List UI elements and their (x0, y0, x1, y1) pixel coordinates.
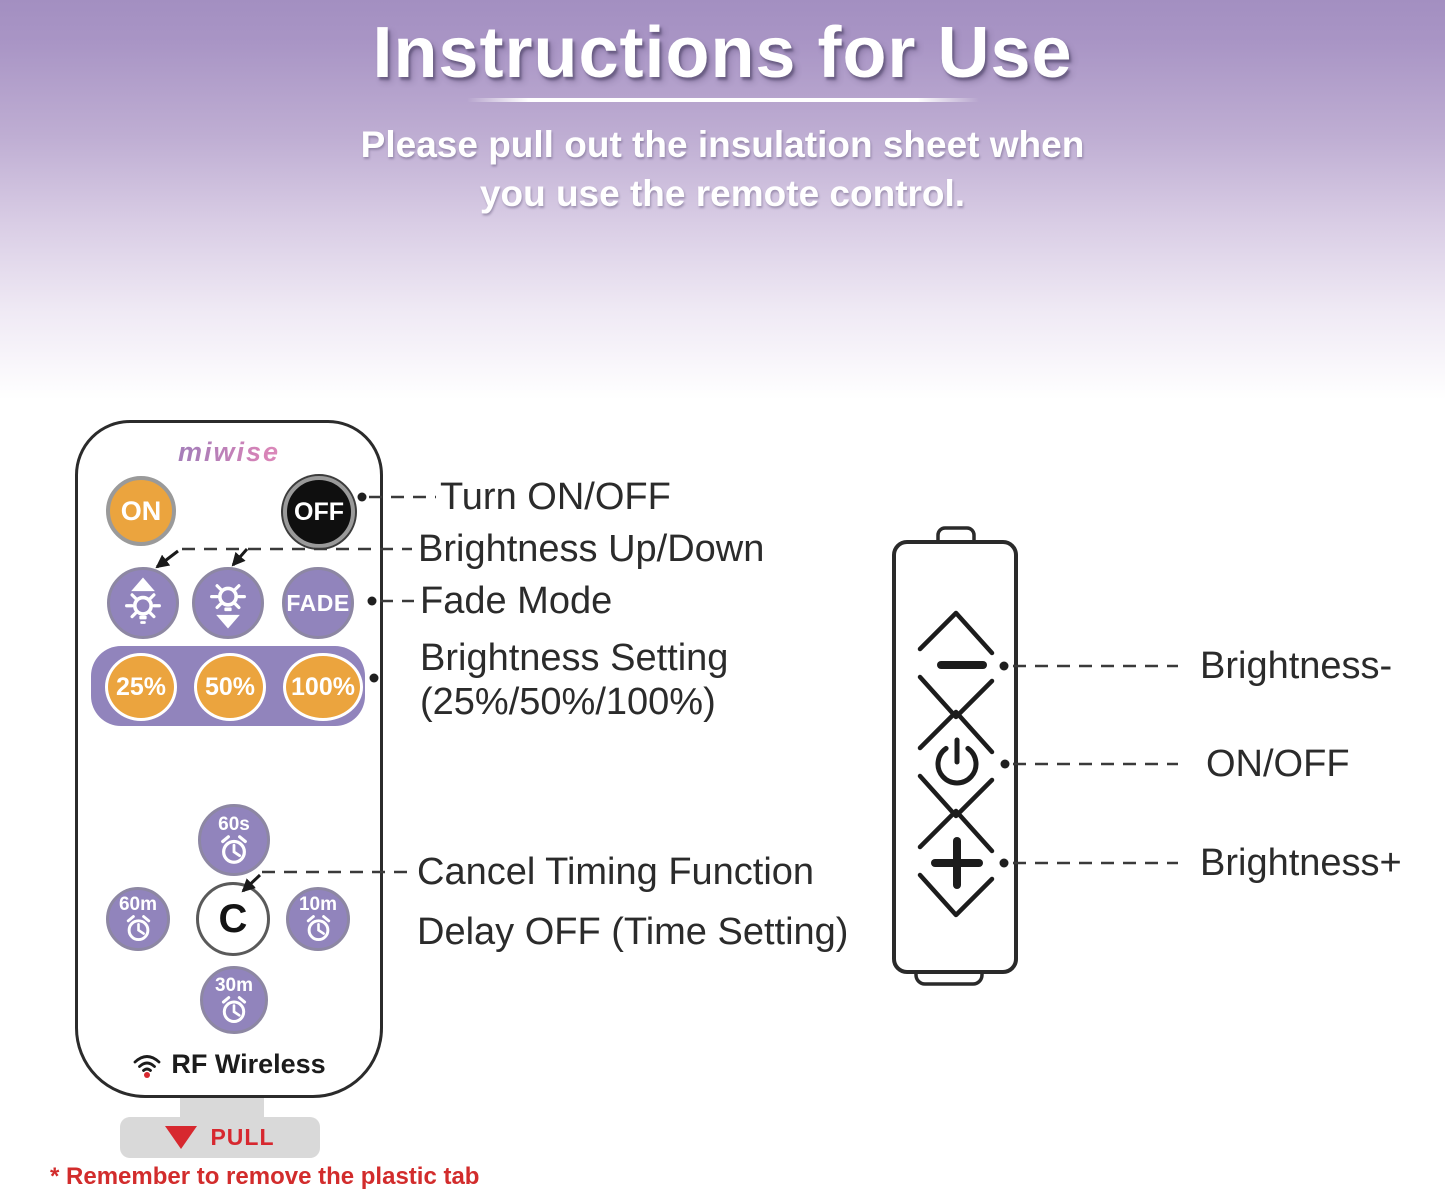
on-button-label: ON (120, 495, 162, 526)
cancel-timer-label: C (218, 896, 248, 941)
fade-button[interactable]: FADE (282, 567, 354, 639)
fade-button-label: FADE (286, 589, 350, 616)
off-button[interactable]: OFF (283, 476, 355, 548)
power-button[interactable] (917, 709, 995, 819)
brightness-down-button[interactable] (192, 567, 264, 639)
power-icon (935, 737, 979, 786)
timer-10m-label: 10m (298, 894, 338, 915)
bulb-down-arrow-icon (210, 584, 246, 629)
timer-60m-label: 60m (118, 894, 158, 915)
callout-on-off: ON/OFF (1206, 743, 1350, 785)
off-button-label: OFF (294, 497, 344, 526)
header-banner (0, 0, 1445, 430)
remote-control: miwise ON OFF (75, 420, 383, 1098)
timer-10m-button[interactable]: 10m (286, 887, 350, 951)
timer-60m-button[interactable]: 60m (106, 887, 170, 951)
alarm-clock-icon (306, 915, 330, 942)
callout-brightness-minus: Brightness- (1200, 645, 1393, 687)
callout-brightness-up-down: Brightness Up/Down (418, 528, 765, 570)
callout-brightness-setting-line1: Brightness Setting (420, 637, 729, 679)
light-bar-side-view (892, 526, 1018, 986)
alarm-clock-icon (221, 995, 247, 1023)
plus-button[interactable] (917, 808, 995, 918)
timer-30m-label: 30m (214, 974, 254, 996)
callout-brightness-plus: Brightness+ (1200, 842, 1402, 884)
alarm-clock-icon (126, 915, 150, 942)
timer-60s-label: 60s (218, 813, 250, 835)
preset-25-label: 25% (115, 672, 167, 701)
subtitle-line-2: you use the remote control. (479, 173, 966, 214)
callout-brightness-setting-line2: (25%/50%/100%) (420, 681, 716, 723)
on-button[interactable]: ON (106, 476, 176, 546)
preset-100-button[interactable]: 100% (283, 653, 363, 721)
callout-turn-on-off: Turn ON/OFF (440, 476, 671, 518)
page-title: Instructions for Use (372, 13, 1073, 93)
alarm-clock-icon (221, 834, 247, 864)
preset-25-button[interactable]: 25% (105, 653, 177, 721)
callout-cancel-timing: Cancel Timing Function (417, 851, 815, 893)
rf-wireless-label: RF Wireless (171, 1049, 326, 1079)
rf-wireless-row: RF Wireless (78, 1049, 380, 1080)
brand-logo: miwise (78, 437, 380, 468)
wifi-icon (133, 1054, 161, 1078)
callout-fade-mode: Fade Mode (420, 580, 613, 622)
preset-100-label: 100% (291, 672, 355, 701)
cancel-timer-button[interactable]: C (196, 882, 270, 956)
callout-brightness-setting: Brightness Setting (25%/50%/100%) (420, 636, 728, 724)
preset-50-label: 50% (204, 672, 256, 701)
title-underline (467, 98, 979, 102)
bulb-up-arrow-icon (125, 577, 161, 624)
minus-button[interactable] (917, 610, 995, 720)
preset-50-button[interactable]: 50% (194, 653, 266, 721)
subtitle-line-1: Please pull out the insulation sheet whe… (360, 124, 1085, 165)
timer-30m-button[interactable]: 30m (200, 966, 268, 1034)
pull-label: PULL (210, 1124, 275, 1150)
subtitle: Please pull out the insulation sheet whe… (0, 120, 1445, 218)
brightness-up-button[interactable] (107, 567, 179, 639)
pull-tab[interactable]: PULL (120, 1117, 320, 1158)
down-triangle-icon (165, 1126, 198, 1149)
callout-delay-off: Delay OFF (Time Setting) (417, 911, 849, 953)
plus-symbol (931, 837, 983, 889)
footnote: * Remember to remove the plastic tab (50, 1163, 480, 1190)
timer-60s-button[interactable]: 60s (198, 804, 270, 876)
